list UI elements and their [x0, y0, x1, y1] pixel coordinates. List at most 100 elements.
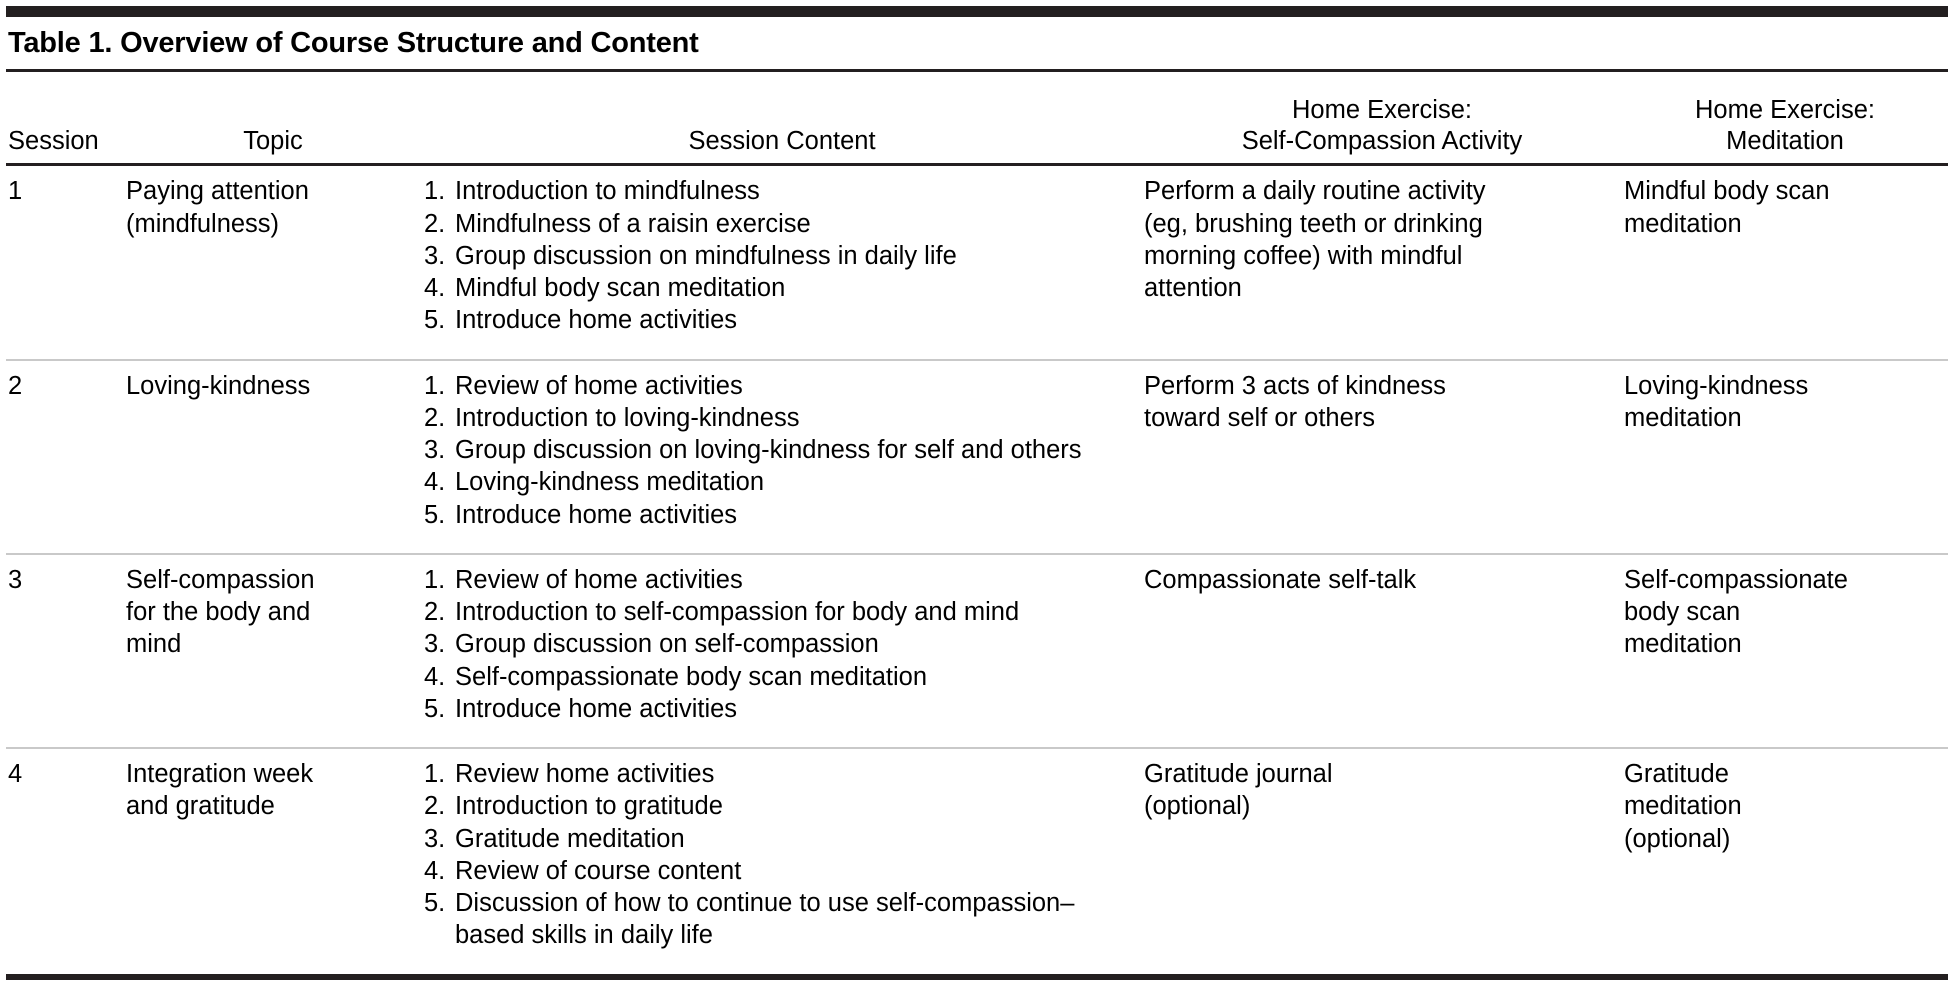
row-separator-rule: [6, 747, 1948, 750]
session-content-item: 3.Group discussion on self-compassion: [424, 628, 1124, 660]
topic-line: mind: [126, 630, 182, 659]
course-structure-table: Session Topic Session Content Home Exerc…: [6, 72, 1948, 973]
header-spacer-cell: [1142, 72, 1622, 95]
topic-line: Paying attention: [126, 177, 309, 206]
cell-session: 4: [6, 749, 124, 974]
table-row: 1 Paying attention (mindfulness) 1. Introduc…: [6, 166, 1948, 358]
column-header-topic: Topic: [124, 95, 422, 163]
session-content-item-text: Introduction to gratitude: [455, 792, 723, 821]
header-spacer-cell: [124, 72, 422, 95]
topic-line: for the body and: [126, 598, 311, 627]
session-content-item-number: 3.: [424, 436, 446, 465]
session-content-item: 4. Mindful body scan meditation: [424, 272, 1124, 304]
home-exercise-meditation-line: body scan: [1624, 598, 1741, 627]
home-exercise-activity-line: Gratitude journal: [1144, 760, 1333, 789]
cell-session: 2: [6, 361, 124, 553]
home-exercise-activity-line: Compassionate self-talk: [1144, 565, 1417, 594]
session-content-item-text: Introduction to mindfulness: [455, 177, 760, 206]
session-content-item: 3. Group discussion on mindfulness in dai…: [424, 240, 1124, 272]
caption-bottom-rule: [6, 69, 1948, 73]
session-content-item-number: 5.: [424, 694, 446, 723]
session-content-item-text: Mindful body scan meditation: [455, 274, 786, 303]
session-content-item-text: Loving-kindness meditation: [455, 468, 765, 497]
column-header-session-label: Session: [8, 127, 99, 156]
session-content-item: 2. Introduction to gratitude: [424, 790, 1124, 822]
session-content-item: 5. Introduce home activities: [424, 693, 1124, 725]
session-content-item-number: 4.: [424, 274, 446, 303]
cell-session: 3: [6, 555, 124, 747]
session-content-item: 3.Group discussion on loving-kindness fo…: [424, 434, 1124, 466]
session-content-item-text: Introduce home activities: [455, 306, 738, 335]
session-content-item-text: Introduction to self-compassion for body…: [455, 598, 1020, 627]
session-content-item-number: 2.: [424, 792, 446, 821]
header-bottom-rule: [6, 163, 1948, 167]
row-separator-rule: [6, 552, 1948, 555]
session-content-item-text: Review of home activities: [455, 565, 743, 594]
session-content-item-number: 3.: [424, 241, 446, 270]
session-content-item-text: Introduce home activities: [455, 694, 738, 723]
session-content-item: 2.Introduction to loving-kindness: [424, 402, 1124, 434]
session-content-item: 4. Loving-kindness meditation: [424, 466, 1124, 498]
header-spacer-cell: [422, 72, 1142, 95]
session-content-item: 5.Discussion of how to continue to use s…: [424, 887, 1124, 952]
cell-home-exercise-activity: Compassionate self-talk: [1142, 555, 1622, 747]
home-exercise-activity-line: (optional): [1144, 792, 1251, 821]
session-content-item-number: 5.: [424, 306, 446, 335]
session-content-item-number: 4.: [424, 856, 446, 885]
topic-line: Loving-kindness: [126, 371, 311, 400]
session-content-item-number: 1.: [424, 177, 446, 206]
cell-topic: Paying attention (mindfulness): [124, 166, 422, 358]
session-content-item-number: 3.: [424, 630, 446, 659]
session-number: 2: [8, 371, 23, 400]
home-exercise-meditation-line: meditation: [1624, 792, 1742, 821]
session-number: 4: [8, 760, 23, 789]
session-content-item: 2.Mindfulness of a raisin exercise: [424, 208, 1124, 240]
cell-home-exercise-activity: Perform a daily routine activity(eg, bru…: [1142, 166, 1622, 358]
home-exercise-meditation-line: meditation: [1624, 630, 1742, 659]
session-content-item-number: 4.: [424, 662, 446, 691]
cell-topic: Self-compassion for the body and mind: [124, 555, 422, 747]
header-spacer-row: [6, 72, 1948, 95]
cell-home-exercise-activity: Gratitude journal (optional): [1142, 749, 1622, 974]
topic-line: (mindfulness): [126, 209, 280, 238]
session-number: 1: [8, 177, 23, 206]
column-header-home-exercise-meditation-line1: Home Exercise:: [1695, 96, 1875, 125]
session-content-item: 5.Introduce home activities: [424, 499, 1124, 531]
session-content-item-number: 4.: [424, 468, 446, 497]
home-exercise-activity-line: morning coffee) with mindful: [1144, 241, 1463, 270]
session-content-item: 1.Review home activities: [424, 758, 1124, 790]
session-content-item: 5. Introduce home activities: [424, 304, 1124, 336]
column-header-home-exercise-activity: Home Exercise: Self-Compassion Activity: [1142, 95, 1622, 163]
session-content-item-text: Self-compassionate body scan meditation: [455, 662, 928, 691]
column-header-topic-label: Topic: [243, 127, 303, 156]
session-content-item-number: 5.: [424, 889, 446, 918]
table-header: Session Topic Session Content Home Exerc…: [6, 72, 1948, 167]
cell-session: 1: [6, 166, 124, 358]
home-exercise-meditation-line: meditation: [1624, 209, 1742, 238]
home-exercise-meditation-line: Self-compassionate: [1624, 565, 1848, 594]
session-content-item: 1. Introduction to mindfulness: [424, 175, 1124, 207]
column-header-session: Session: [6, 95, 124, 163]
row-separator-rule-cell: [6, 552, 1948, 555]
topic-line: Self-compassion: [126, 565, 315, 594]
row-separator-rule-cell: [6, 358, 1948, 361]
session-content-item-text: Group discussion on mindfulness in daily…: [455, 241, 957, 270]
session-content-item-text: Introduce home activities: [455, 500, 738, 529]
session-content-item-number: 3.: [424, 824, 446, 853]
header-row: Session Topic Session Content Home Exerc…: [6, 95, 1948, 163]
header-bottom-rule-cell: [6, 163, 1948, 167]
home-exercise-activity-line: Perform 3 acts of kindness: [1144, 371, 1446, 400]
table-caption: Table 1. Overview of Course Structure an…: [8, 27, 699, 59]
home-exercise-meditation-line: Mindful body scan: [1624, 177, 1830, 206]
table-bottom-rule: [6, 973, 1948, 980]
